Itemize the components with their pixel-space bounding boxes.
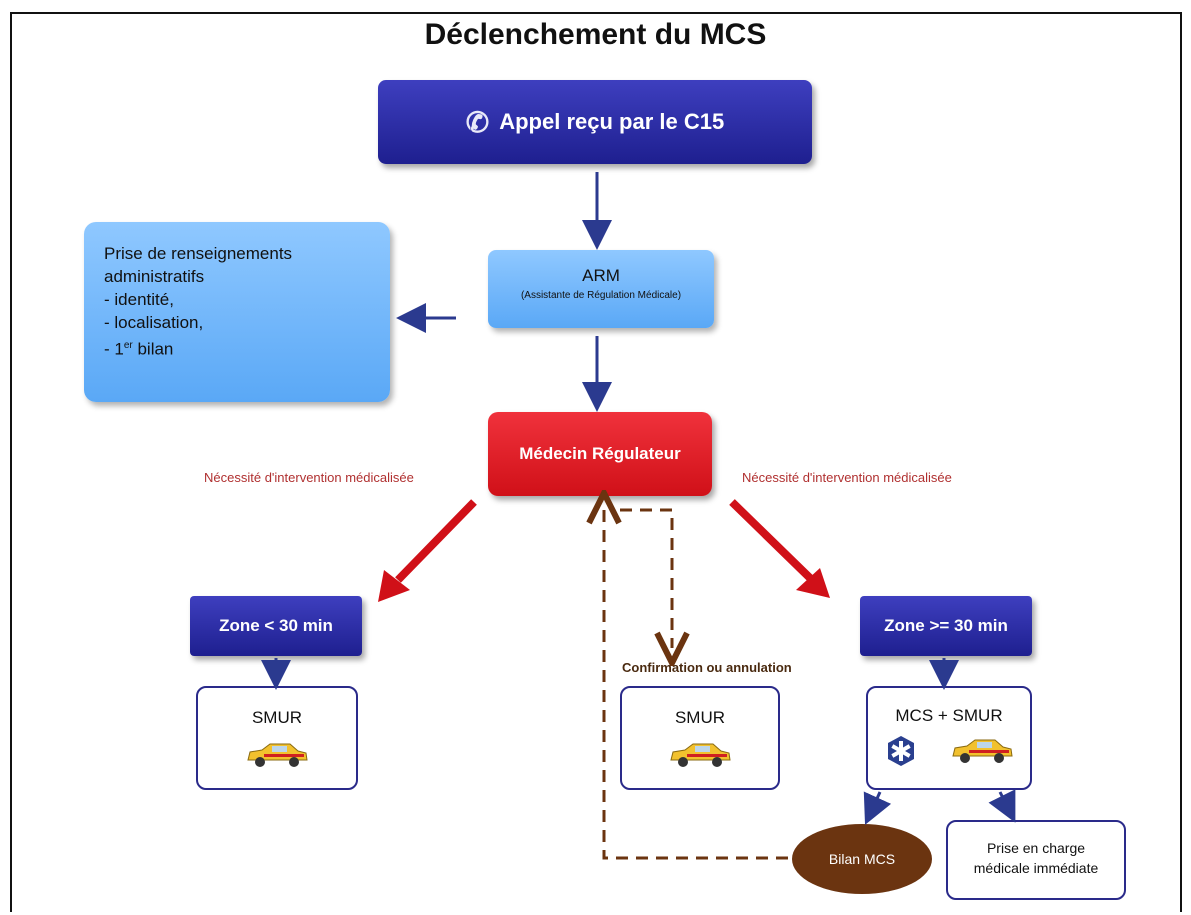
diagram-frame [10,12,1182,912]
arrow-mcs-to-prise [988,789,1016,823]
ambulance-car-icon [198,740,356,775]
appel-box: ✆ Appel reçu par le C15 [378,80,812,164]
bilan-suffix: bilan [132,339,174,359]
smur-center-box: SMUR [620,686,780,790]
smur-left-label: SMUR [251,708,303,727]
arrow-mcs-to-bilan [863,791,892,825]
regulateur-label: Médecin Régulateur [519,444,681,463]
red-arrow-right [729,499,830,598]
smur-center-label: SMUR [674,708,726,727]
star-of-life-icon [884,734,918,773]
prise-en-charge-box: Prise en charge médicale immédiate [946,820,1126,900]
ambulance-car-icon [622,740,778,775]
diagram-title: Déclenchement du MCS [424,18,767,51]
bilan-mcs-oval: Bilan MCS [792,824,932,894]
phone-icon: ✆ [465,106,490,138]
red-arrow-left [378,499,477,602]
ambulance-car-icon [949,736,1015,771]
zone-left-label: Zone < 30 min [219,616,333,635]
mcs-icons [868,734,1030,773]
appel-label: Appel reçu par le C15 [499,109,725,134]
arm-subtitle: (Assistante de Régulation Médicale) [520,290,682,301]
bilan-prefix: - 1 [104,339,124,359]
bilan-sup: er [123,340,133,351]
note-left: Nécessité d'intervention médicalisée [204,470,414,485]
note-right: Nécessité d'intervention médicalisée [742,470,952,485]
dashed-bilan-to-regulateur [604,508,788,860]
renseignements-item-bilan: - 1er bilan [104,334,390,361]
renseignements-item-localisation: - localisation, [104,313,204,332]
mcs-smur-label: MCS + SMUR [895,706,1003,725]
renseignements-box: Prise de renseignements administratifs -… [84,222,390,402]
dashed-regulateur-to-confirmation [620,508,672,648]
prise-line-1: Prise en charge [986,840,1086,856]
bilan-mcs-label: Bilan MCS [828,851,896,867]
zone-right-box: Zone >= 30 min [860,596,1032,656]
renseignements-item-identite: - identité, [104,290,174,309]
zone-left-box: Zone < 30 min [190,596,362,656]
regulateur-box: Médecin Régulateur [488,412,712,496]
renseignements-heading-2: administratifs [104,267,205,286]
zone-right-label: Zone >= 30 min [884,616,1008,635]
arm-title: ARM [582,266,620,285]
arm-box: ARM (Assistante de Régulation Médicale) [488,250,714,328]
renseignements-heading-1: Prise de renseignements [104,244,293,263]
prise-line-2: médicale immédiate [973,860,1099,876]
